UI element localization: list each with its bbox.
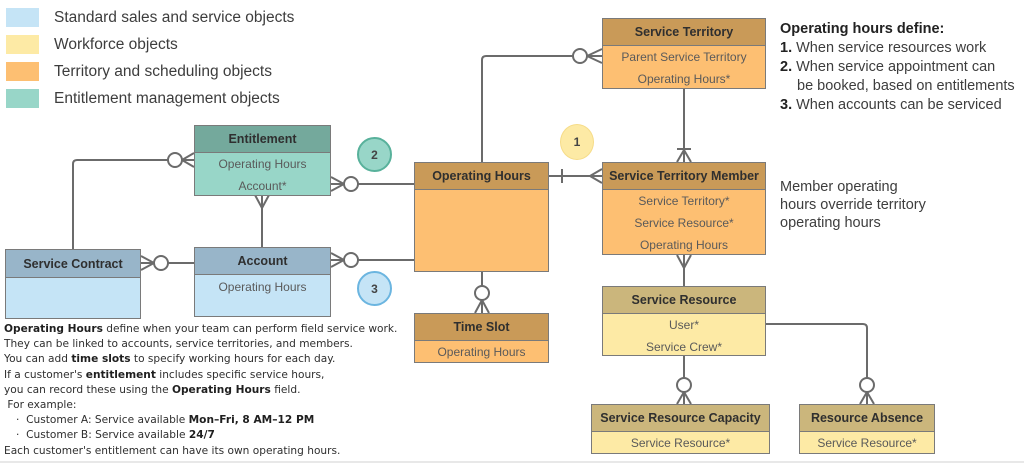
member-note-line: Member operating bbox=[780, 179, 898, 195]
entity-field: Parent Service Territory bbox=[621, 50, 747, 64]
entity-title: Entitlement bbox=[195, 126, 330, 153]
entity-field: Service Resource* bbox=[817, 436, 917, 450]
badge-3: 3 bbox=[357, 271, 392, 306]
member-note-line: hours override territory bbox=[780, 197, 926, 213]
entity-field: User* bbox=[668, 318, 699, 332]
entity-field: Operating Hours bbox=[639, 238, 729, 252]
swatch-territory bbox=[6, 62, 39, 81]
zero-icon bbox=[167, 152, 183, 168]
crowfoot-icon bbox=[330, 176, 345, 192]
entity-service-contract[interactable]: Service Contract bbox=[5, 249, 141, 319]
line-resource-absence bbox=[766, 323, 868, 378]
entity-field: Service Territory* bbox=[638, 194, 730, 208]
legend-label: Standard sales and service objects bbox=[54, 8, 295, 26]
entity-title: Service Contract bbox=[6, 250, 140, 278]
legend: Standard sales and service objects Workf… bbox=[6, 4, 294, 112]
entity-title: Operating Hours bbox=[415, 163, 548, 190]
define-note-item: 2. When service appointment can bbox=[780, 59, 996, 75]
entity-title: Service Territory Member bbox=[603, 163, 765, 190]
desc-line: If a customer's entitlement includes spe… bbox=[4, 368, 325, 381]
desc-bullet: · Customer A: Service available Mon–Fri,… bbox=[16, 414, 315, 427]
desc-line: you can record these using the Operating… bbox=[4, 383, 301, 396]
entity-field: Operating Hours bbox=[218, 157, 307, 171]
entity-account[interactable]: Account Operating Hours bbox=[194, 247, 331, 317]
entity-service-resource-capacity[interactable]: Service Resource Capacity Service Resour… bbox=[591, 404, 770, 454]
entity-time-slot[interactable]: Time Slot Operating Hours bbox=[414, 313, 549, 363]
entity-entitlement[interactable]: Entitlement Operating Hours Account* bbox=[194, 125, 331, 196]
line-operating-hours-service-territory bbox=[481, 55, 573, 162]
legend-label: Entitlement management objects bbox=[54, 89, 280, 107]
entity-field: Operating Hours bbox=[437, 345, 526, 359]
entity-operating-hours[interactable]: Operating Hours bbox=[414, 162, 549, 272]
entity-title: Service Resource bbox=[603, 287, 765, 314]
crowfoot-icon bbox=[181, 152, 195, 168]
entity-field: Service Resource* bbox=[630, 436, 731, 450]
badge-1: 1 bbox=[560, 124, 594, 160]
swatch-standard bbox=[6, 8, 39, 27]
entity-field: Service Resource* bbox=[634, 216, 734, 230]
define-note-item: 3. When accounts can be serviced bbox=[780, 97, 1002, 113]
define-note-title: Operating hours define: bbox=[780, 21, 945, 37]
define-note-item: be booked, based on entitlements bbox=[797, 78, 1015, 94]
legend-item-territory: Territory and scheduling objects bbox=[6, 58, 294, 85]
legend-label: Territory and scheduling objects bbox=[54, 62, 272, 80]
desc-bullet: · Customer B: Service available 24/7 bbox=[16, 429, 215, 442]
entity-field: Service Crew* bbox=[645, 340, 723, 354]
legend-item-workforce: Workforce objects bbox=[6, 31, 294, 58]
define-note-item: 1. When service resources work bbox=[780, 40, 987, 56]
member-override-note: Member operating hours override territor… bbox=[780, 178, 926, 232]
entity-resource-absence[interactable]: Resource Absence Service Resource* bbox=[799, 404, 935, 454]
entity-field: Operating Hours bbox=[218, 280, 307, 294]
legend-label: Workforce objects bbox=[54, 35, 178, 53]
entity-title: Account bbox=[195, 248, 330, 275]
operating-hours-define-note: Operating hours define: 1. When service … bbox=[780, 20, 1015, 115]
entity-service-territory-member[interactable]: Service Territory Member Service Territo… bbox=[602, 162, 766, 255]
entity-title: Service Territory bbox=[603, 19, 765, 46]
entity-title: Resource Absence bbox=[800, 405, 934, 432]
entity-field: Operating Hours* bbox=[637, 72, 731, 86]
swatch-workforce bbox=[6, 35, 39, 54]
member-note-line: operating hours bbox=[780, 215, 881, 231]
swatch-entitlement bbox=[6, 89, 39, 108]
entity-service-resource[interactable]: Service Resource User* Service Crew* bbox=[602, 286, 766, 356]
legend-item-entitlement: Entitlement management objects bbox=[6, 85, 294, 112]
operating-hours-description: Operating Hours define when your team ca… bbox=[4, 322, 398, 459]
crowfoot-icon bbox=[254, 194, 270, 209]
entity-service-territory[interactable]: Service Territory Parent Service Territo… bbox=[602, 18, 766, 89]
desc-line: Each customer's entitlement can have its… bbox=[4, 444, 341, 457]
desc-line: Operating Hours define when your team ca… bbox=[4, 323, 398, 335]
legend-item-standard: Standard sales and service objects bbox=[6, 4, 294, 31]
desc-line: You can add time slots to specify workin… bbox=[4, 353, 336, 366]
entity-field: Account* bbox=[238, 179, 287, 193]
entity-title: Time Slot bbox=[415, 314, 548, 341]
desc-line: They can be linked to accounts, service … bbox=[4, 338, 353, 351]
badge-2: 2 bbox=[357, 137, 392, 172]
bottom-divider bbox=[0, 461, 1024, 463]
line-entitlement-service-contract bbox=[72, 159, 168, 253]
entity-title: Service Resource Capacity bbox=[592, 405, 769, 432]
desc-line: For example: bbox=[4, 399, 77, 412]
